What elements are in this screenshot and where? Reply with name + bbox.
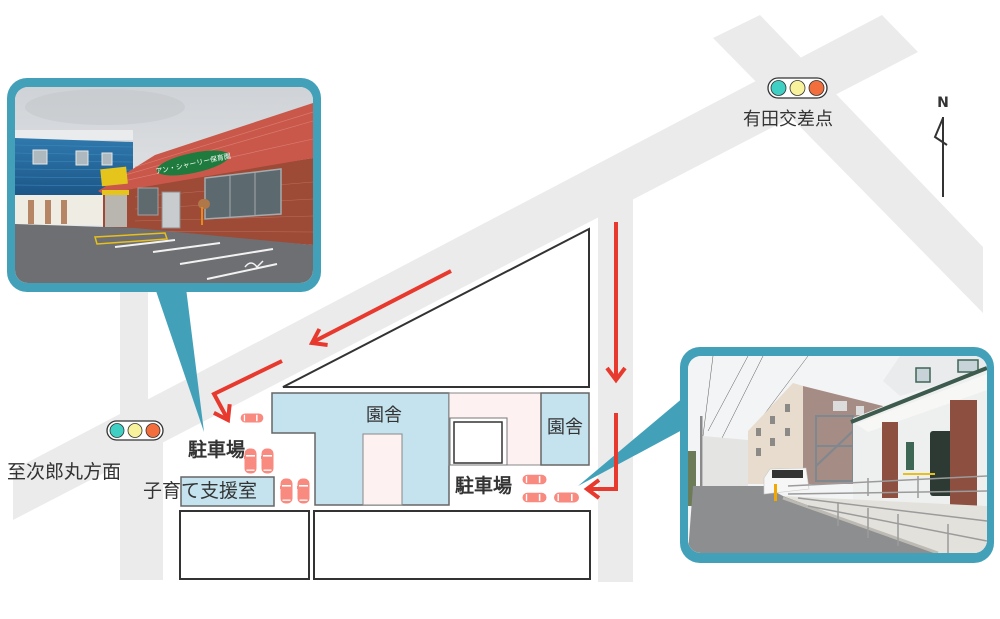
east-building	[540, 392, 590, 466]
traffic-light-icon	[767, 77, 828, 99]
west-road-south	[120, 430, 163, 580]
annex-inner	[453, 421, 503, 464]
photo-east-entrance	[688, 356, 987, 553]
signal-lamp-green	[109, 423, 125, 438]
east-parking-label: 駐車場	[455, 475, 513, 497]
car-icon	[554, 492, 579, 503]
photo-west-entrance: アン・シャーリー保育園	[15, 87, 313, 283]
east-parking-cars	[522, 474, 579, 503]
intersection-label: 有田交差点	[743, 109, 833, 130]
east-building-label: 園舎	[547, 417, 583, 438]
south-block-west	[179, 510, 310, 580]
arrowhead-icon	[583, 478, 601, 500]
car-icon	[522, 492, 547, 503]
car-icon	[297, 478, 310, 504]
main-building-courtyard	[362, 433, 403, 506]
route-arrow-east-parking	[583, 413, 618, 500]
ramp	[783, 496, 987, 553]
signal-lamp-yellow	[789, 80, 806, 96]
car-icon	[261, 448, 274, 474]
entrance-door	[930, 431, 954, 496]
car-icon	[280, 478, 293, 504]
route-arrows	[211, 222, 627, 500]
childcare-support-room	[180, 476, 275, 507]
signal-lamp-red	[808, 80, 825, 96]
west-direction-label: 至次郎丸方面	[7, 461, 122, 483]
photo-callout-west: アン・シャーリー保育園	[7, 78, 321, 292]
car-icon	[244, 448, 257, 474]
main-building-label: 園舎	[366, 405, 402, 426]
west-parking-label: 駐車場	[188, 439, 246, 461]
traffic-light-icon	[106, 420, 164, 441]
north-label: N	[937, 95, 949, 111]
arrowhead-icon	[605, 366, 627, 384]
main-road	[13, 15, 918, 520]
site-plan	[179, 227, 591, 580]
signal-lamp-red	[145, 423, 161, 438]
route-arrow-west-parking	[211, 359, 283, 424]
signal-lamp-yellow	[127, 423, 143, 438]
south-block-east	[313, 510, 591, 580]
west-road-north	[120, 280, 148, 440]
callout-pointer-east	[578, 397, 684, 486]
arrowhead-icon	[308, 328, 328, 347]
signal-lamp-green	[770, 80, 787, 96]
car-icon	[522, 474, 547, 485]
route-arrow-diagonal	[308, 269, 452, 347]
north-arrow-icon: N	[933, 95, 949, 197]
car-icon	[240, 413, 264, 423]
road	[688, 486, 938, 553]
photo-callout-east	[680, 347, 994, 563]
arrowhead-icon	[212, 403, 232, 424]
route-arrow-east-road	[605, 222, 627, 384]
callout-pointer-west	[155, 288, 204, 432]
triangle-lot	[282, 227, 590, 388]
childcare-support-room-label: 子育て支援室	[143, 480, 258, 502]
parking-lot	[15, 224, 313, 283]
red-roof	[98, 103, 313, 194]
